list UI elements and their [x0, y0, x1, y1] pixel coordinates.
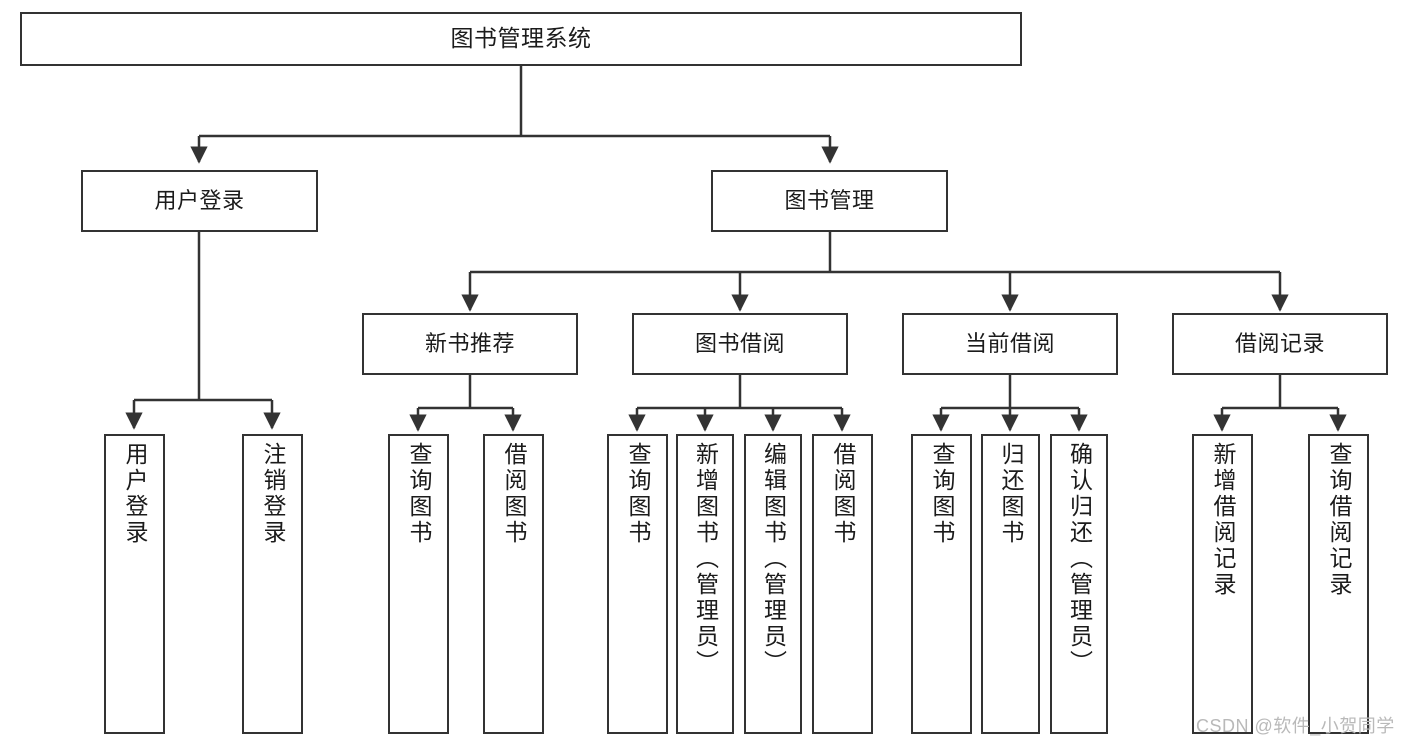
node-label: 查询图书	[625, 442, 651, 546]
node-label: 新增图书（管理员）	[692, 442, 719, 676]
node-leaf-add-borrow-record[interactable]: 新增借阅记录	[1192, 434, 1253, 734]
node-label: 查询图书	[929, 442, 955, 546]
node-label: 用户登录	[122, 442, 148, 546]
csdn-watermark: CSDN @软件_小贺同学	[1196, 716, 1395, 736]
node-leaf-query-borrow-record[interactable]: 查询借阅记录	[1308, 434, 1369, 734]
node-book-management[interactable]: 图书管理	[711, 170, 948, 232]
node-leaf-edit-book-admin[interactable]: 编辑图书（管理员）	[744, 434, 802, 734]
node-label: 借阅记录	[1234, 331, 1325, 357]
node-leaf-return-book[interactable]: 归还图书	[981, 434, 1040, 734]
node-current-borrow[interactable]: 当前借阅	[902, 313, 1118, 375]
node-leaf-add-book-admin[interactable]: 新增图书（管理员）	[676, 434, 734, 734]
node-leaf-confirm-return-admin[interactable]: 确认归还（管理员）	[1050, 434, 1108, 734]
node-user-login[interactable]: 用户登录	[81, 170, 318, 232]
node-new-book-recommend[interactable]: 新书推荐	[362, 313, 578, 375]
node-label: 查询借阅记录	[1326, 442, 1352, 598]
node-label: 图书借阅	[694, 331, 785, 357]
node-label: 编辑图书（管理员）	[760, 442, 787, 676]
node-label: 借阅图书	[501, 442, 527, 546]
node-label: 借阅图书	[830, 442, 856, 546]
node-label: 查询图书	[406, 442, 432, 546]
node-leaf-borrow-book-recommend[interactable]: 借阅图书	[483, 434, 544, 734]
node-leaf-query-book-recommend[interactable]: 查询图书	[388, 434, 449, 734]
node-label: 图书管理系统	[450, 25, 592, 52]
node-leaf-query-book-current[interactable]: 查询图书	[911, 434, 972, 734]
node-label: 当前借阅	[964, 331, 1055, 357]
node-label: 用户登录	[154, 188, 245, 214]
node-label: 归还图书	[998, 442, 1024, 546]
node-borrow-record[interactable]: 借阅记录	[1172, 313, 1388, 375]
node-leaf-query-book-borrow[interactable]: 查询图书	[607, 434, 668, 734]
node-label: 注销登录	[260, 442, 286, 546]
node-label: 新书推荐	[424, 331, 515, 357]
node-label: 图书管理	[784, 188, 875, 214]
node-leaf-user-login[interactable]: 用户登录	[104, 434, 165, 734]
node-leaf-borrow-book[interactable]: 借阅图书	[812, 434, 873, 734]
node-book-borrow[interactable]: 图书借阅	[632, 313, 848, 375]
node-label: 确认归还（管理员）	[1066, 442, 1093, 676]
node-root-book-management-system[interactable]: 图书管理系统	[20, 12, 1022, 66]
node-leaf-logout[interactable]: 注销登录	[242, 434, 303, 734]
node-label: 新增借阅记录	[1210, 442, 1236, 598]
